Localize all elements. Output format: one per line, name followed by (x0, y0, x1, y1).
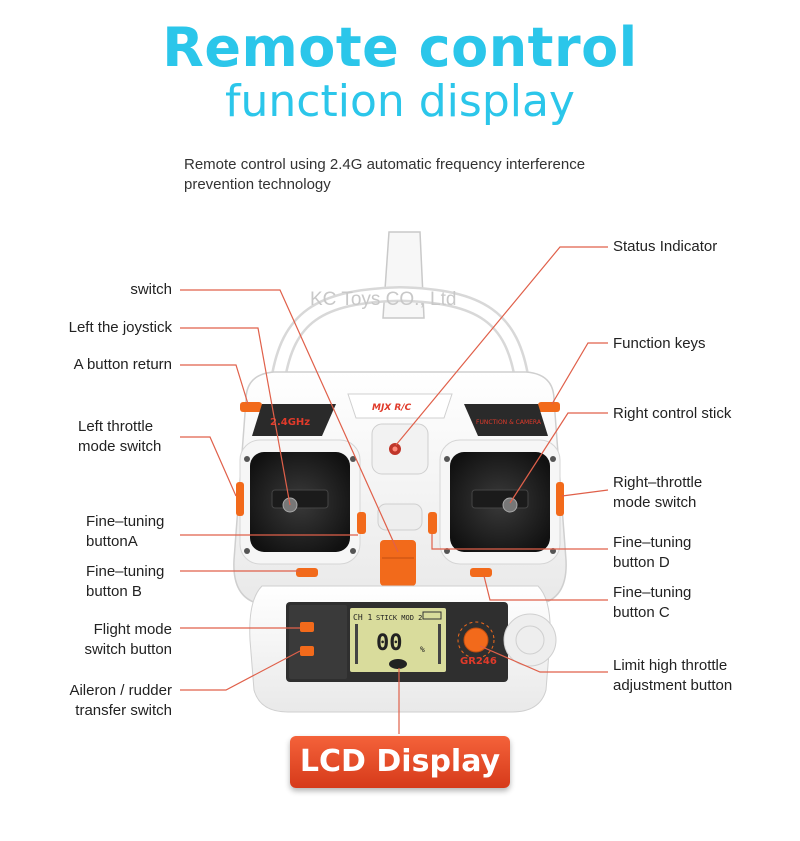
leader-fine-c (483, 575, 608, 601)
leader-limit-throttle (479, 645, 608, 673)
label-left-throttle-1: Left throttle (78, 418, 154, 435)
left-throttle-switch (236, 482, 244, 516)
leader-left-joystick (180, 327, 291, 506)
leader-right-control-stick (509, 412, 608, 504)
label-function-keys: Function keys (613, 335, 706, 352)
leader-switch (180, 289, 399, 553)
lcd-channel: CH 1 (353, 613, 372, 622)
lcd-unit: % (420, 645, 425, 654)
flight-mode-button (300, 622, 314, 632)
label-aileron-2: transfer switch (75, 702, 172, 719)
brand-label: MJX R/C (372, 403, 412, 413)
label-fine-d-1: Fine–tuning (613, 534, 692, 551)
right-throttle-switch (556, 482, 564, 516)
subtitle: Remote control using 2.4G automatic freq… (184, 156, 586, 193)
trim-c (470, 568, 492, 577)
label-fine-d-2: button D (613, 554, 670, 571)
leader-right-throttle (561, 489, 609, 497)
label-fine-b-1: Fine–tuning (86, 563, 165, 580)
label-aileron-1: Aileron / rudder (69, 682, 172, 699)
right-top-panel (464, 404, 548, 436)
leader-status-indicator (395, 246, 608, 446)
label-right-throttle-2: mode switch (613, 494, 697, 511)
label-limit-throttle-1: Limit high throttle (613, 657, 728, 674)
lcd-screen (350, 608, 446, 672)
label-right-throttle-1: Right–throttle (613, 474, 703, 491)
lcd-value: 00 (376, 631, 403, 656)
leader-left-throttle (180, 436, 237, 497)
leader-aileron-rudder (180, 650, 301, 691)
leader-a-button-return (180, 364, 249, 405)
label-flight-mode-1: Flight mode (93, 621, 172, 638)
leader-lines (180, 246, 609, 734)
trim-a (357, 512, 366, 534)
label-flight-mode-2: switch button (84, 641, 172, 658)
speaker-grille (503, 613, 557, 667)
trim-d (428, 512, 437, 534)
label-fine-a-2: buttonA (86, 533, 138, 550)
lcd-mode: STICK MOD 2 (376, 614, 422, 622)
label-right-control-stick: Right control stick (613, 405, 732, 422)
trim-b (296, 568, 318, 577)
label-status-indicator: Status Indicator (613, 238, 718, 255)
watermark: KC Toys CO., Ltd (310, 289, 457, 310)
label-left-joystick: Left the joystick (68, 319, 172, 336)
limit-throttle-knob (463, 627, 489, 653)
aileron-rudder-switch (300, 646, 314, 656)
band-label: 2.4GHz (270, 417, 310, 428)
shoulder-button-left (240, 402, 262, 412)
label-a-button-return: A button return (73, 356, 172, 373)
label-fine-b-2: button B (86, 583, 142, 600)
label-switch: switch (130, 281, 172, 298)
lcd-display-banner: LCD Display (290, 736, 510, 788)
leader-function-keys (551, 342, 608, 405)
shoulder-button-right (538, 402, 560, 412)
right-stick (502, 497, 518, 513)
title-line-2: function display (225, 76, 575, 127)
label-limit-throttle-2: adjustment button (613, 677, 733, 694)
brand-plate (347, 393, 453, 419)
lcd-switch (389, 659, 407, 669)
label-fine-c-1: Fine–tuning (613, 584, 692, 601)
leader-fine-d (431, 534, 608, 550)
label-left-throttle-2: mode switch (78, 438, 162, 455)
title-line-1: Remote control (162, 16, 638, 79)
function-camera-label: FUNCTION & CAMERA (476, 419, 542, 426)
label-fine-c-2: button C (613, 604, 670, 621)
center-switch (380, 540, 416, 586)
model-label: GR246 (460, 656, 497, 667)
label-fine-a-1: Fine–tuning (86, 513, 165, 530)
